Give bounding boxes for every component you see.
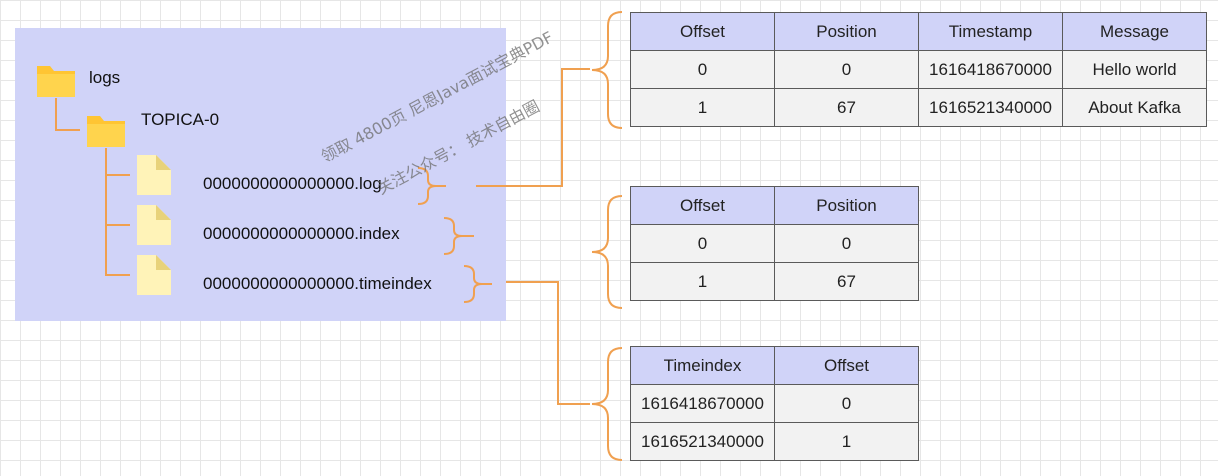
- directory-panel: [15, 28, 506, 321]
- folder-label-partition: TOPICA-0: [141, 110, 220, 129]
- log-table: Offset Position Timestamp Message 0 0 16…: [630, 12, 1207, 127]
- table-cell: 1616418670000: [630, 384, 775, 423]
- table-cell: 0: [630, 50, 775, 89]
- table-cell: 1: [774, 422, 919, 461]
- brace-index-table: [591, 195, 623, 309]
- table-cell: 67: [774, 88, 919, 127]
- table-cell: 67: [774, 262, 919, 301]
- table-row: 1616418670000 0: [630, 384, 919, 423]
- brace-index: [443, 217, 463, 255]
- table-row: 1 67: [630, 262, 919, 301]
- table-header-cell: Offset: [774, 346, 919, 385]
- file-icon: [137, 155, 171, 195]
- file-icon: [137, 255, 171, 295]
- table-row: 1616521340000 1: [630, 422, 919, 461]
- table-row: 0 0: [630, 224, 919, 263]
- brace-timeindex-table: [591, 347, 623, 461]
- table-cell: 0: [774, 50, 919, 89]
- table-header-cell: Timestamp: [918, 12, 1063, 51]
- folder-icon: [37, 66, 75, 97]
- table-cell: 0: [774, 384, 919, 423]
- table-header-row: Timeindex Offset: [630, 346, 919, 385]
- link-timeindex-table: [506, 281, 590, 405]
- link-log-table: [476, 68, 590, 187]
- table-cell: 0: [774, 224, 919, 263]
- table-row: 0 0 1616418670000 Hello world: [630, 50, 1207, 89]
- table-cell: Hello world: [1062, 50, 1207, 89]
- timeindex-table: Timeindex Offset 1616418670000 0 1616521…: [630, 346, 919, 461]
- index-table: Offset Position 0 0 1 67: [630, 186, 919, 301]
- file-label-index: 0000000000000000.index: [203, 224, 400, 243]
- table-header-cell: Timeindex: [630, 346, 775, 385]
- table-header-cell: Message: [1062, 12, 1207, 51]
- folder-icon: [87, 116, 125, 147]
- brace-log-table: [591, 11, 623, 129]
- tree-line-partition: [55, 98, 80, 131]
- table-cell: 1616418670000: [918, 50, 1063, 89]
- table-header-row: Offset Position: [630, 186, 919, 225]
- table-cell: 1616521340000: [918, 88, 1063, 127]
- table-cell: 1616521340000: [630, 422, 775, 461]
- table-header-cell: Position: [774, 12, 919, 51]
- table-cell: 0: [630, 224, 775, 263]
- folder-label-logs: logs: [89, 68, 121, 87]
- table-cell: About Kafka: [1062, 88, 1207, 127]
- file-label-log: 0000000000000000.log: [203, 174, 382, 193]
- table-header-cell: Position: [774, 186, 919, 225]
- table-header-cell: Offset: [630, 186, 775, 225]
- table-row: 1 67 1616521340000 About Kafka: [630, 88, 1207, 127]
- tree-line-files: [105, 148, 130, 276]
- file-icon: [137, 205, 171, 245]
- table-header-row: Offset Position Timestamp Message: [630, 12, 1207, 51]
- brace-timeindex: [463, 265, 483, 303]
- table-cell: 1: [630, 262, 775, 301]
- file-label-timeindex: 0000000000000000.timeindex: [203, 274, 432, 293]
- table-header-cell: Offset: [630, 12, 775, 51]
- table-cell: 1: [630, 88, 775, 127]
